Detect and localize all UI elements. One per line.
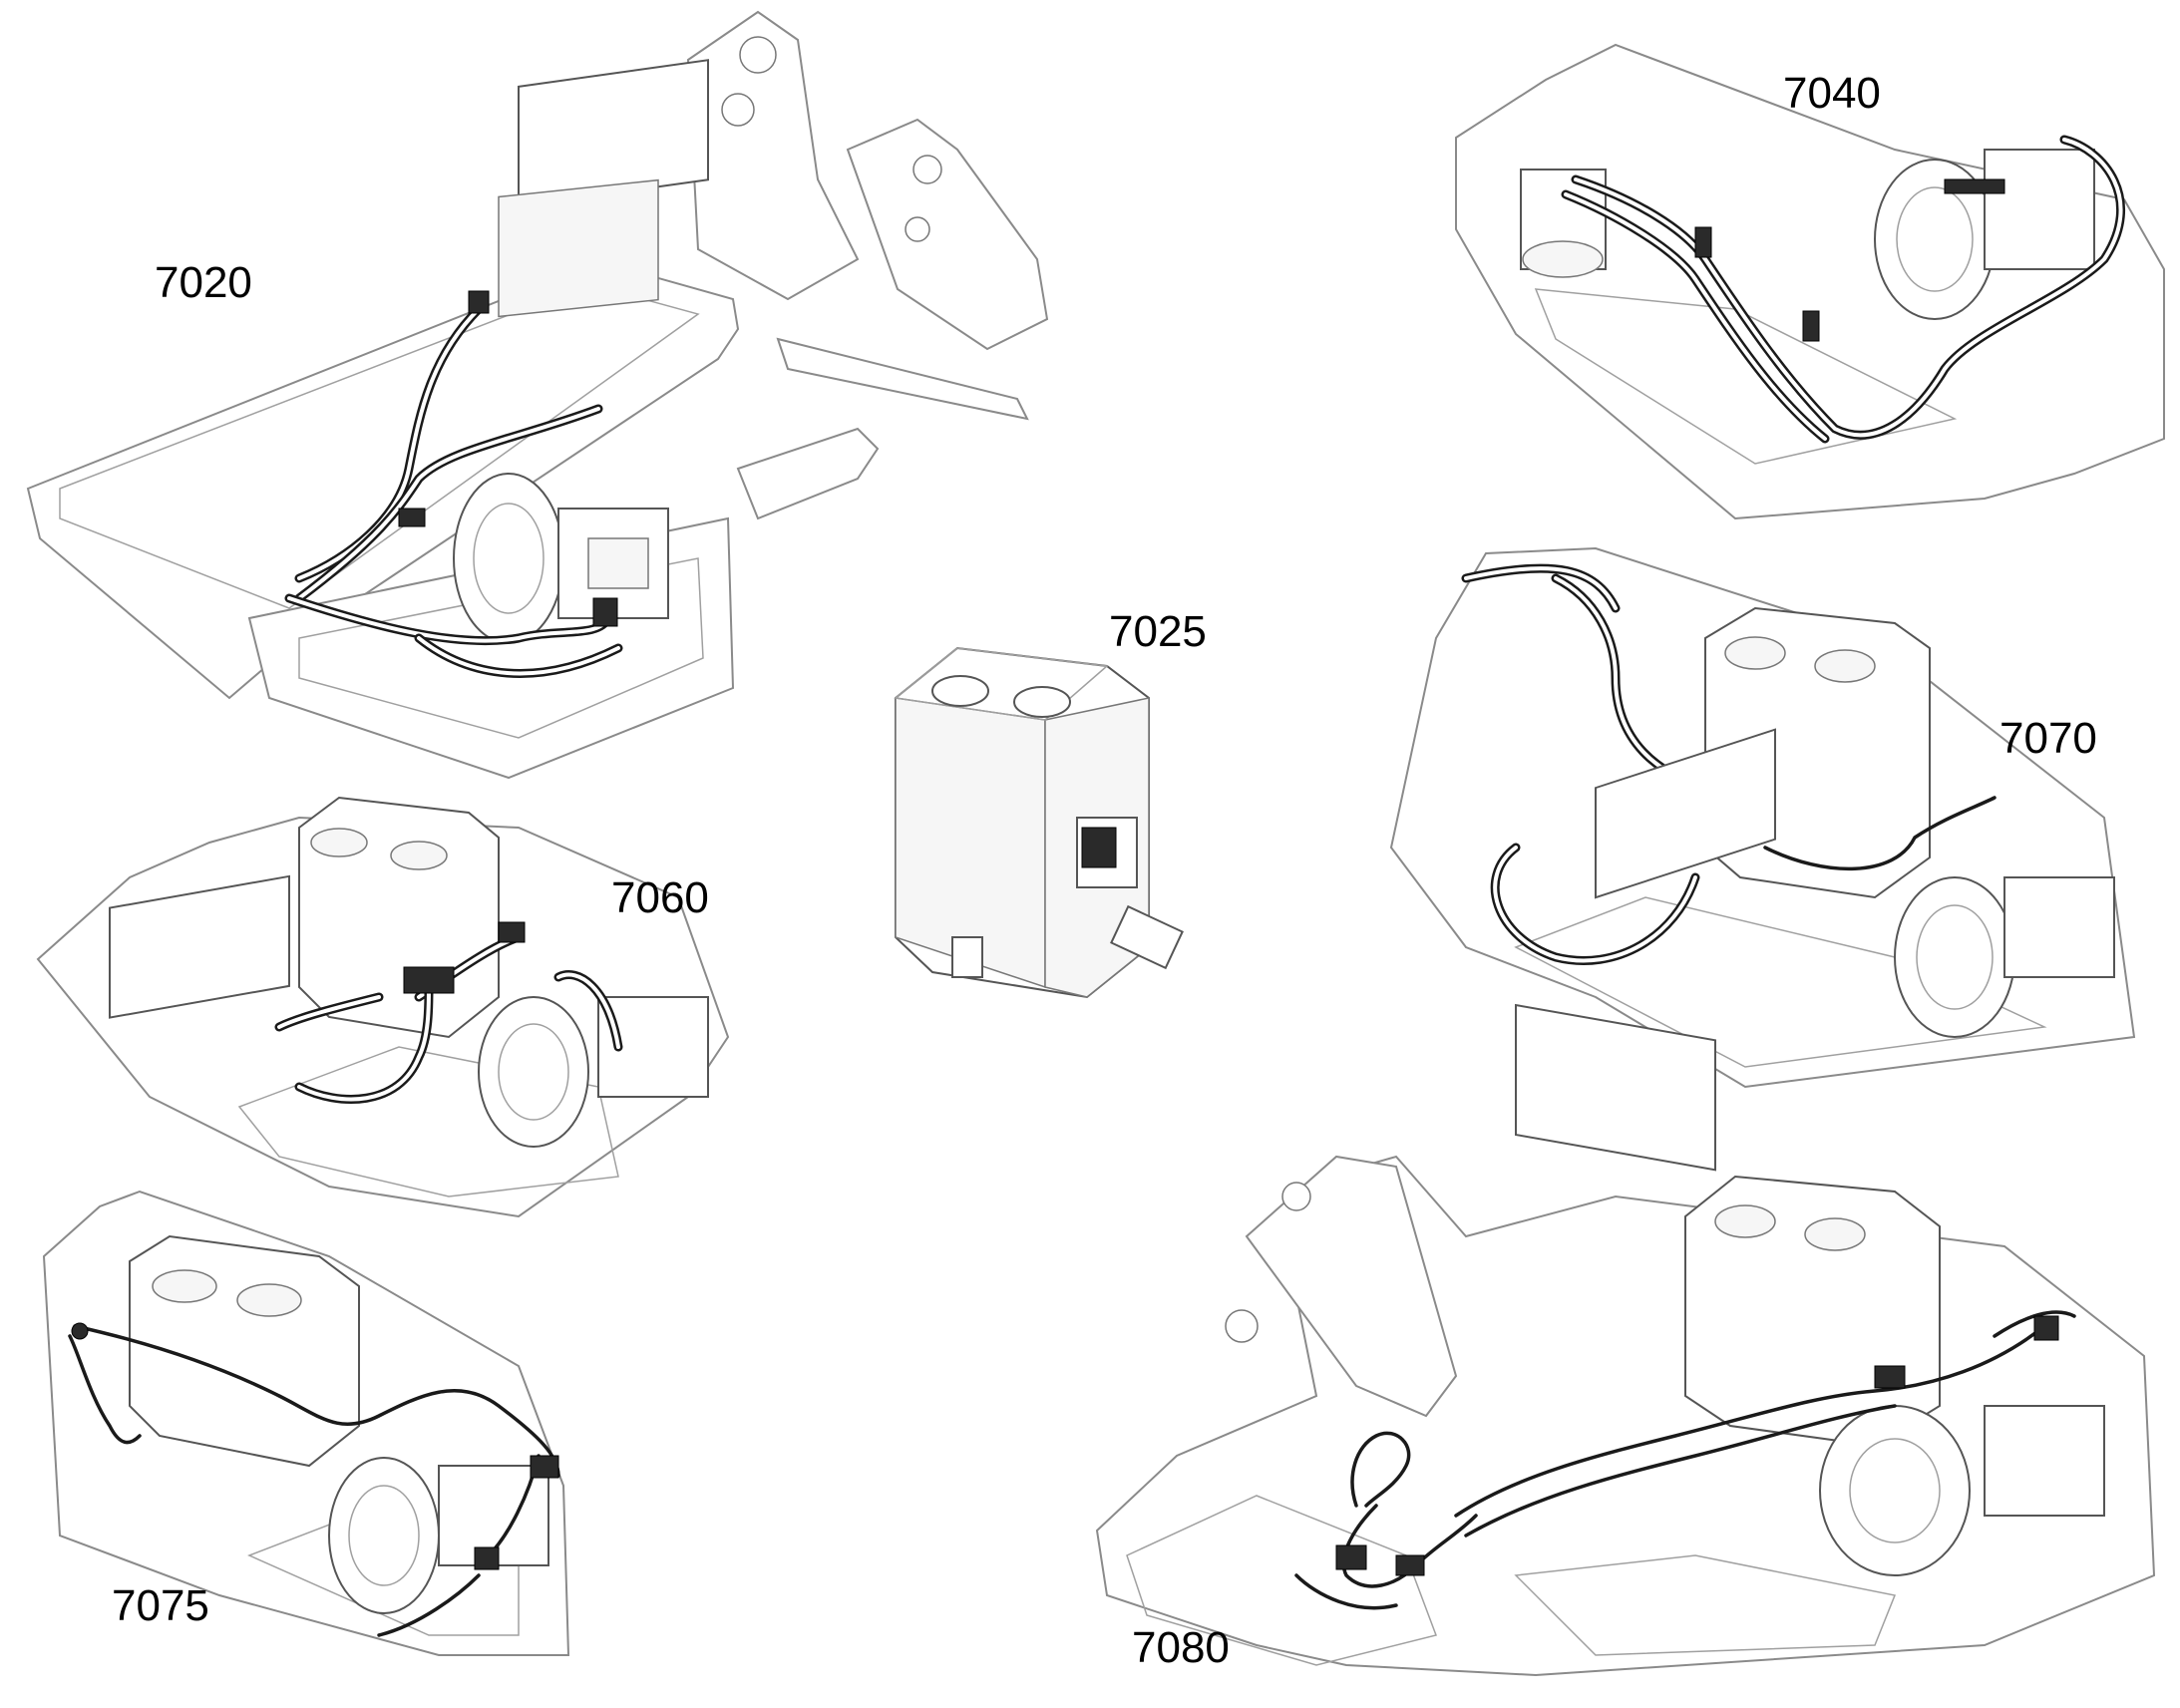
callout-7075: 7075 — [112, 1581, 209, 1630]
callout-7020: 7020 — [155, 258, 252, 307]
callout-7060: 7060 — [611, 873, 709, 922]
callout-7080: 7080 — [1132, 1623, 1230, 1672]
callout-7040: 7040 — [1783, 69, 1881, 118]
assembly-7020: 7020 — [26, 10, 1049, 780]
assembly-7070: 7070 — [1389, 546, 2136, 1172]
assembly-7025: 7025 — [894, 607, 1207, 999]
assembly-7080: 7080 — [1095, 728, 2156, 1677]
callout-7070: 7070 — [1999, 714, 2097, 763]
assembly-7060: 7060 — [36, 796, 730, 1218]
assembly-7075: 7075 — [42, 1190, 570, 1656]
callout-7025: 7025 — [1109, 607, 1207, 656]
assembly-7040: 7040 — [1455, 43, 2165, 520]
